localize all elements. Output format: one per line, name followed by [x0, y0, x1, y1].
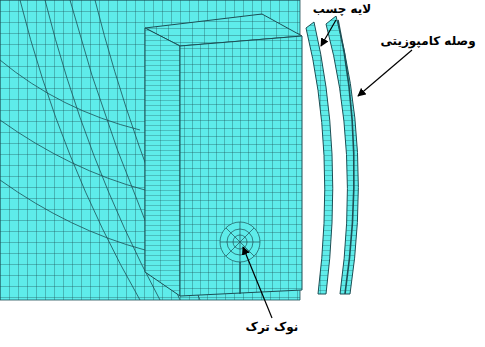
block-front-face [180, 36, 302, 296]
crack-tip-mesh [220, 222, 260, 294]
leader-line [321, 20, 336, 46]
block-side-face [145, 28, 180, 296]
shell-curved-mesh [0, 0, 200, 300]
leader-line [358, 50, 412, 96]
patch-edge [338, 20, 354, 294]
callout-label: وصله کامپوزیتی [378, 34, 477, 48]
callout-label: نوک ترک [244, 320, 301, 334]
composite-patch [326, 16, 358, 294]
callout-label: لایه چسب [311, 2, 373, 16]
adhesive-layer [306, 22, 333, 294]
leader-line [243, 247, 272, 318]
